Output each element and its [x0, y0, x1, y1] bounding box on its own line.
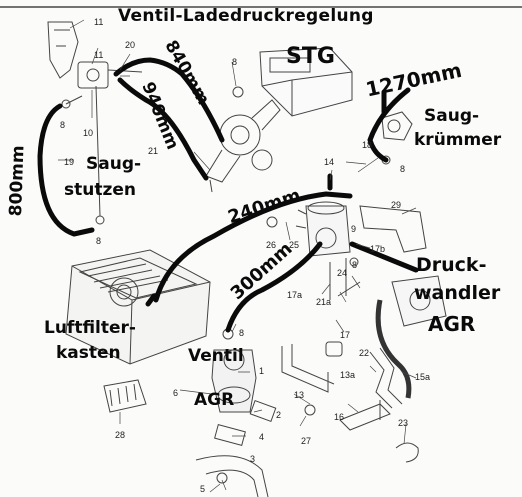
part-number-27: 27 [301, 436, 312, 446]
part-number-17a: 17a [287, 290, 303, 300]
part-number-18: 18 [362, 140, 373, 150]
part-number-24: 24 [337, 268, 348, 278]
egr-valve-part [211, 349, 257, 413]
part-number-11: 11 [94, 17, 104, 27]
air-filter-box-part [65, 249, 211, 365]
tee-16-part [339, 403, 391, 431]
exhaust-pipe-part [195, 455, 269, 497]
part-number-11: 11 [94, 50, 104, 60]
boost-valve-part [77, 61, 109, 89]
part-number-16: 16 [334, 412, 345, 422]
part-number-15a: 15a [415, 372, 431, 382]
hose-13a-part [369, 347, 403, 409]
part-number-21: 21 [148, 146, 159, 156]
label-druckwandler-line1: Druck- [416, 254, 487, 276]
part-number-2: 2 [276, 410, 282, 420]
part-number-17: 17 [340, 330, 351, 340]
clip-23-part [395, 442, 419, 463]
part-number-8: 8 [239, 328, 245, 338]
part-number-4: 4 [259, 432, 265, 442]
hose-840mm [113, 57, 225, 143]
hose-800mm [37, 103, 95, 237]
part-number-20: 20 [125, 40, 136, 50]
turbocharger-part [219, 114, 261, 156]
hose-13-part [281, 344, 335, 393]
pressure-converter-part [305, 205, 351, 257]
label-druckwandler-line2: wandler [414, 282, 501, 304]
egr-converter-part [391, 275, 447, 327]
part-number-8: 8 [352, 260, 358, 270]
part-number-19: 19 [64, 157, 75, 167]
label-saugkruemmer-line1: Saug- [424, 106, 480, 126]
part-number-8: 8 [96, 236, 102, 246]
part-number-8: 8 [60, 120, 66, 130]
part-number-23: 23 [398, 418, 409, 428]
hose-240mm [153, 191, 353, 303]
printed-parts [47, 21, 447, 497]
label-saugstutzen-line2: stutzen [64, 180, 137, 200]
part-number-21a: 21a [316, 297, 332, 307]
label-ventil-agr-line2: AGR [194, 390, 235, 410]
part-number-26: 26 [266, 240, 277, 250]
connector-28-part [103, 379, 147, 413]
hose-300mm [225, 241, 323, 333]
label-saugkruemmer-line2: krümmer [414, 130, 502, 150]
label-800mm: 800mm [6, 145, 29, 217]
label-stg: STG [286, 44, 335, 69]
bracket-part [47, 21, 79, 79]
part-number-6: 6 [173, 388, 179, 398]
part-number-13: 13 [294, 390, 305, 400]
label-ventil-ladedruckregelung: Ventil-Ladedruckregelung [118, 6, 374, 26]
part-number-8: 8 [400, 164, 406, 174]
part-number-25: 25 [289, 240, 300, 250]
label-luftfilter-line1: Luftfilter- [44, 318, 136, 338]
hose-1270mm [367, 87, 411, 163]
label-saugstutzen-line1: Saug- [86, 154, 142, 174]
label-luftfilter-line2: kasten [56, 343, 121, 363]
marked-hoses [37, 57, 419, 333]
part-number-8: 8 [232, 57, 238, 67]
hose-940mm [117, 77, 209, 181]
part-number-1: 1 [259, 366, 265, 376]
hose-22-part [325, 341, 343, 357]
hose-15a-part [375, 299, 412, 399]
part-number-28: 28 [115, 430, 126, 440]
leader-lines [58, 19, 417, 493]
part-number-29: 29 [391, 200, 402, 210]
part-number-13a: 13a [340, 370, 356, 380]
intake-manifold-part [381, 111, 413, 141]
part-number-17b: 17b [370, 244, 386, 254]
part-number-9: 9 [351, 224, 357, 234]
part-number-5: 5 [200, 484, 206, 494]
part-number-10: 10 [83, 128, 94, 138]
pointer-druckwandler [349, 241, 419, 273]
part-number-3: 3 [250, 454, 256, 464]
label-druckwandler-line3: AGR [428, 312, 476, 336]
label-ventil-agr-line1: Ventil [188, 346, 244, 366]
part-number-22: 22 [359, 348, 370, 358]
part-number-14: 14 [324, 157, 335, 167]
bracket-29-part [359, 205, 427, 253]
